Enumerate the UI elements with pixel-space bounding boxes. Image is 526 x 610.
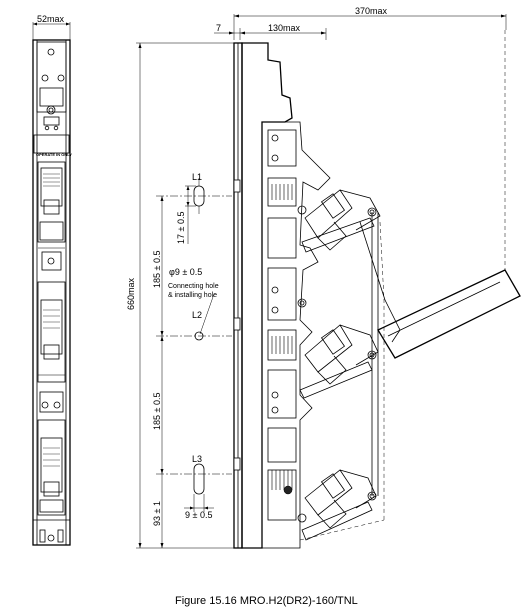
side-view: 370max 130max 7 660max — [126, 6, 507, 549]
figure-caption: Figure 15.16 MRO.H2(DR2)-160/TNL — [175, 595, 358, 607]
dim-130max: 130max — [268, 23, 301, 33]
dim-93: 93 ± 1 — [152, 501, 162, 526]
dim-185-bottom: 185 ± 0.5 — [152, 393, 162, 430]
dim-660max: 660max — [126, 277, 136, 310]
dim-hole-dia: φ9 ± 0.5 — [169, 267, 202, 277]
label-l1: L1 — [192, 172, 202, 182]
dim-185-top: 185 ± 0.5 — [152, 251, 162, 288]
mounting-holes: 185 ± 0.5 185 ± 0.5 93 ± 1 17 ± 0.5 L1 L… — [152, 172, 232, 548]
dim-slot-width: 9 ± 0.5 — [185, 510, 212, 520]
dim-370max: 370max — [355, 6, 388, 16]
dim-7: 7 — [216, 23, 221, 33]
front-view-details — [43, 173, 60, 467]
dim-52max: 52max — [37, 14, 65, 24]
hole-note-line1: Connecting hole — [168, 283, 219, 290]
front-view: 52max OPERATE IN ONLY — [32, 14, 72, 546]
hole-note-line2: & installing hole — [168, 292, 217, 299]
label-l2: L2 — [192, 310, 202, 320]
dim-17: 17 ± 0.5 — [176, 212, 186, 244]
operate-label: OPERATE IN ONLY — [36, 152, 72, 157]
label-l3: L3 — [192, 454, 202, 464]
handles — [299, 30, 521, 541]
